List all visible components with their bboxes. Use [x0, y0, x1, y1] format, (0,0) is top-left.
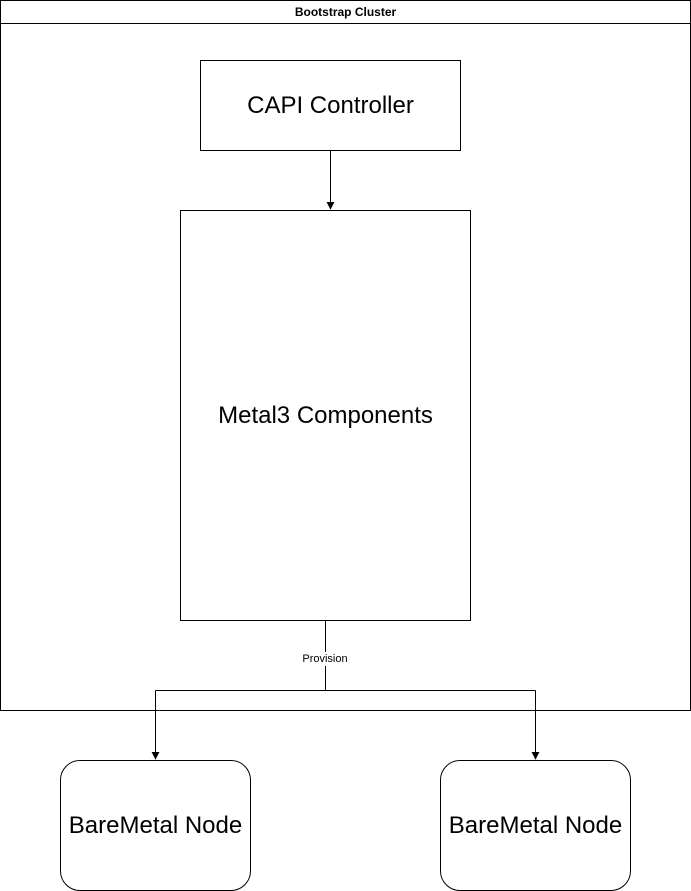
- baremetal-node-1-box[interactable]: BareMetal Node: [60, 760, 251, 891]
- provision-edge-label: Provision: [295, 652, 355, 666]
- metal3-components-label: Metal3 Components: [218, 401, 433, 429]
- baremetal-node-1-label: BareMetal Node: [68, 811, 243, 839]
- cluster-title: Bootstrap Cluster: [1, 1, 690, 24]
- capi-controller-label: CAPI Controller: [247, 91, 414, 119]
- baremetal-node-2-box[interactable]: BareMetal Node: [440, 760, 631, 891]
- capi-controller-box[interactable]: CAPI Controller: [200, 60, 461, 151]
- baremetal-node-2-label: BareMetal Node: [448, 811, 623, 839]
- metal3-components-box[interactable]: Metal3 Components: [180, 210, 471, 621]
